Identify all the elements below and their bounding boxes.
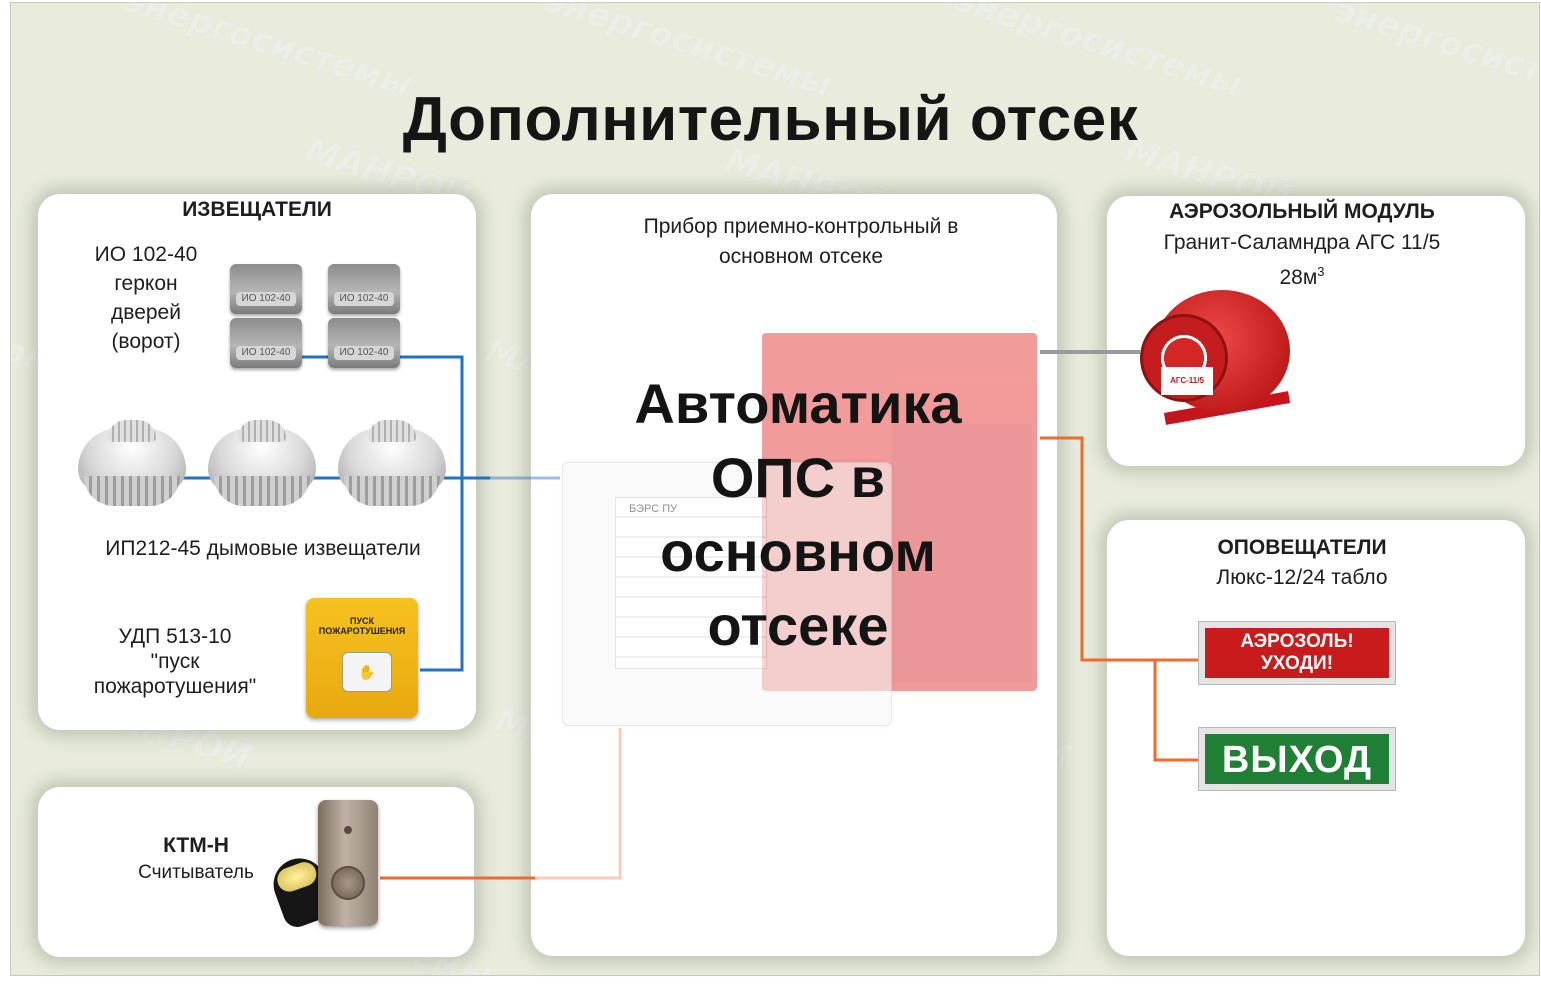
device-tag: БЭРС ПУ <box>629 503 678 515</box>
page-title: Дополнительный отсек <box>402 85 1139 154</box>
alarm-header: ОПОВЕЩАТЕЛИ <box>1217 536 1387 559</box>
smoke-detector-image <box>338 420 446 510</box>
reed-switch-image: ИО 102-40 <box>230 264 302 314</box>
control-big-text: Автоматика ОПС в основном отсеке <box>634 372 962 657</box>
aerosol-header: АЭРОЗОЛЬНЫЙ МОДУЛЬ <box>1169 200 1435 223</box>
reader-panel <box>38 787 474 957</box>
key-reader-image <box>318 800 378 926</box>
aerosol-module-image: АГС-11/5 <box>1140 290 1291 440</box>
wire-reader-faded <box>535 728 622 880</box>
manual-call-point-image: ПУСК ПОЖАРОТУШЕНИЯ ✋ <box>306 598 418 718</box>
smoke-detector-image <box>208 420 316 510</box>
wire-to-exit <box>1153 660 1200 762</box>
smoke-detector-image <box>78 420 186 510</box>
reed-switch-image: ИО 102-40 <box>328 264 400 314</box>
control-unit-image: БЭРС ПУ <box>562 462 892 726</box>
callpoint-label: УДП 513-10 "пуск пожаротушения" <box>93 625 257 698</box>
alarm-model: Люкс-12/24 табло <box>1216 566 1388 589</box>
wire-sensor-loop <box>300 355 464 672</box>
aerosol-model: Гранит-Саламндра АГС 11/5 <box>1163 231 1441 254</box>
gerkon-label: ИО 102-40 геркон дверей (ворот) <box>94 243 198 353</box>
smoke-label: ИП212-45 дымовые извещатели <box>105 537 421 560</box>
hand-icon: ✋ <box>342 652 392 692</box>
sensors-header: ИЗВЕЩАТЕЛИ <box>182 198 332 221</box>
reader-name: КТМ-Н <box>163 834 229 857</box>
control-caption: Прибор приемно-контрольный в основном от… <box>643 215 959 268</box>
wire-to-alarms <box>1040 436 1200 662</box>
aerosol-warning-sign: АЭРОЗОЛЬ!УХОДИ! <box>1198 621 1396 685</box>
exit-sign: ВЫХОД <box>1198 727 1396 791</box>
reader-desc: Считыватель <box>138 862 254 883</box>
reed-switch-image: ИО 102-40 <box>230 318 302 368</box>
aerosol-volume: 28м3 <box>1279 264 1325 289</box>
reed-switch-image: ИО 102-40 <box>328 318 400 368</box>
